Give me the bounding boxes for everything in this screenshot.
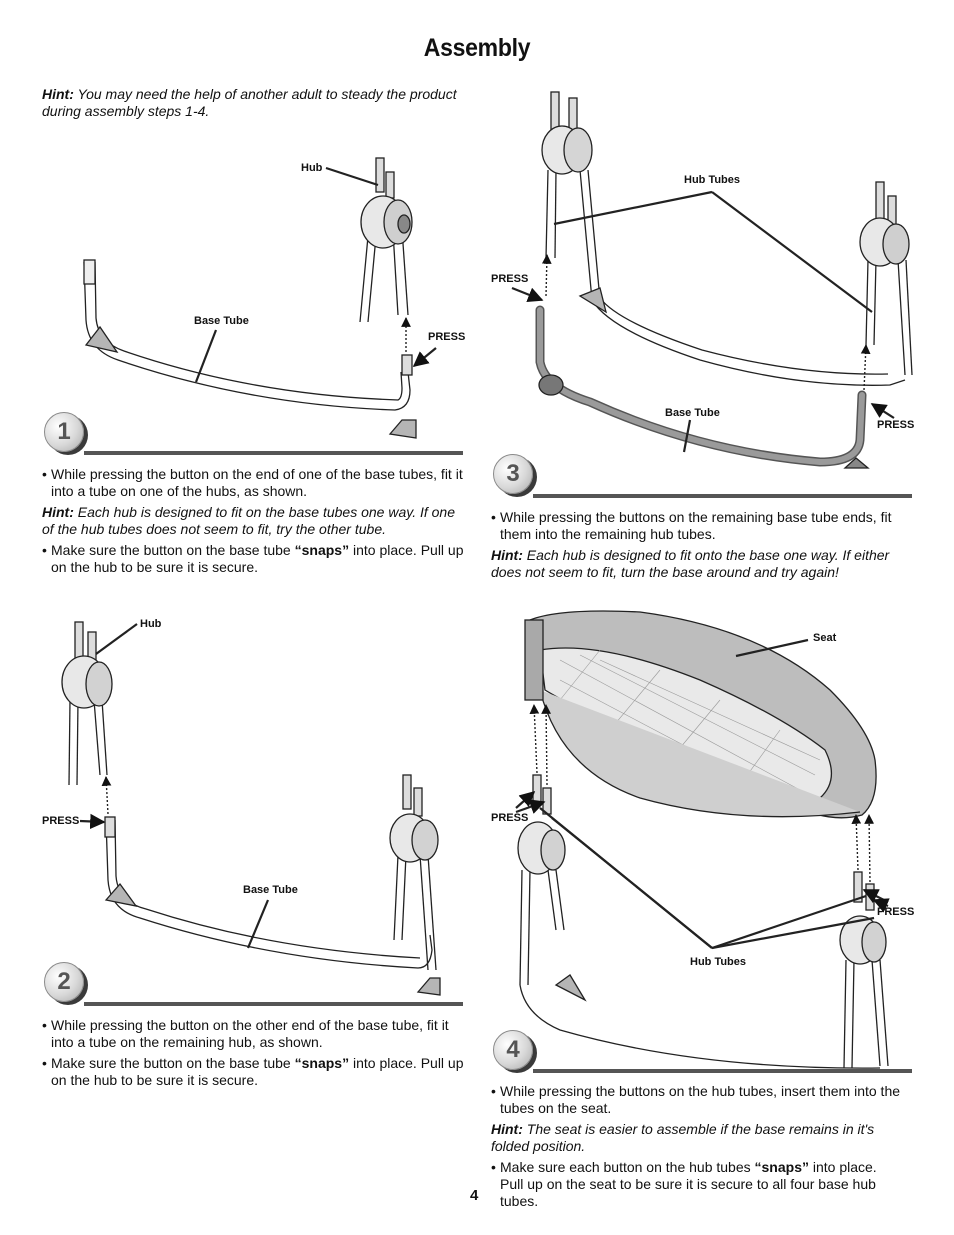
step2-text: While pressing the button on the other e…: [42, 1017, 467, 1089]
step4-illustration: [515, 610, 890, 1069]
step4-press-right-label: PRESS: [877, 906, 915, 918]
step3-press-left-label: PRESS: [491, 273, 529, 285]
intro-hint-label: Hint:: [42, 86, 74, 102]
step3-bullet1: While pressing the buttons on the remain…: [491, 509, 911, 543]
step2-badge: 2: [44, 962, 84, 1002]
step3-hint-text: Each hub is designed to fit onto the bas…: [491, 547, 890, 580]
step1-rule: [84, 451, 463, 455]
step4-bullet2-line2: Pull up on the seat to be sure it is sec…: [500, 1176, 876, 1209]
step3-press-right-label: PRESS: [877, 419, 915, 431]
intro-hint: Hint: You may need the help of another a…: [42, 86, 472, 120]
step1-bullet2-snaps: “snaps”: [294, 542, 350, 558]
step2-illustration: [61, 621, 441, 996]
step1-hint: Hint: Each hub is designed to fit on the…: [42, 504, 467, 538]
step3-hint-label: Hint:: [491, 547, 523, 563]
step3-hint: Hint: Each hub is designed to fit onto t…: [491, 547, 911, 581]
step1-bullet2: Make sure the button on the base tube “s…: [42, 542, 467, 576]
step1-base-tube-label: Base Tube: [194, 315, 249, 327]
step4-hint-label: Hint:: [491, 1121, 523, 1137]
step4-bullet2-post: into place.: [808, 1159, 877, 1175]
step1-hint-label: Hint:: [42, 504, 74, 520]
step4-hint: Hint: The seat is easier to assemble if …: [491, 1121, 916, 1155]
page-number: 4: [470, 1187, 479, 1204]
step3-base-tube-label: Base Tube: [665, 407, 720, 419]
step1-hub: [359, 157, 413, 323]
step4-bullet2: Make sure each button on the hub tubes “…: [491, 1159, 916, 1210]
step4-press-left-label: PRESS: [491, 812, 529, 824]
intro-hint-text: You may need the help of another adult t…: [42, 86, 457, 119]
step2-hub-label: Hub: [140, 618, 162, 630]
step1-text: While pressing the button on the end of …: [42, 466, 467, 576]
step4-bullet2-pre: Make sure each button on the hub tubes: [500, 1159, 755, 1175]
step2-press-label: PRESS: [42, 815, 80, 827]
step2-bullet2-post: into place. Pull up on the hub to be sur…: [51, 1055, 464, 1088]
step2-bullet2: Make sure the button on the base tube “s…: [42, 1055, 467, 1089]
step4-hub-tubes-label: Hub Tubes: [690, 956, 747, 968]
step4-hint-text: The seat is easier to assemble if the ba…: [491, 1121, 875, 1154]
step1-badge: 1: [44, 412, 84, 452]
step3-text: While pressing the buttons on the remain…: [491, 509, 911, 581]
step3-hub-tubes-label: Hub Tubes: [684, 174, 741, 186]
step2-bullet2-pre: Make sure the button on the base tube: [51, 1055, 295, 1071]
step3-badge: 3: [493, 454, 533, 494]
step4-seat-label: Seat: [813, 632, 837, 644]
step4-text: While pressing the buttons on the hub tu…: [491, 1083, 916, 1210]
step1-bullet1: While pressing the button on the end of …: [42, 466, 467, 500]
step4-bullet2-snaps: “snaps”: [754, 1159, 809, 1175]
step3-rule: [533, 494, 912, 498]
step1-illustration: [83, 157, 437, 439]
step2-bullet2-snaps: “snaps”: [294, 1055, 350, 1071]
step1-bullet2-pre: Make sure the button on the base tube: [51, 542, 295, 558]
step3-illustration: [511, 91, 913, 469]
step1-bullet2-post: into place. Pull up on the hub to be sur…: [51, 542, 464, 575]
page-title: Assembly: [423, 34, 531, 62]
step2-bullet1: While pressing the button on the other e…: [42, 1017, 467, 1051]
step4-badge: 4: [493, 1030, 533, 1070]
step2-base-tube-label: Base Tube: [243, 884, 298, 896]
step4-bullet1: While pressing the buttons on the hub tu…: [491, 1083, 916, 1117]
step2-rule: [84, 1002, 463, 1006]
step1-hub-label: Hub: [301, 162, 323, 174]
step1-press-label: PRESS: [428, 331, 466, 343]
step1-hint-text: Each hub is designed to fit on the base …: [42, 504, 456, 537]
step4-rule: [533, 1069, 912, 1073]
